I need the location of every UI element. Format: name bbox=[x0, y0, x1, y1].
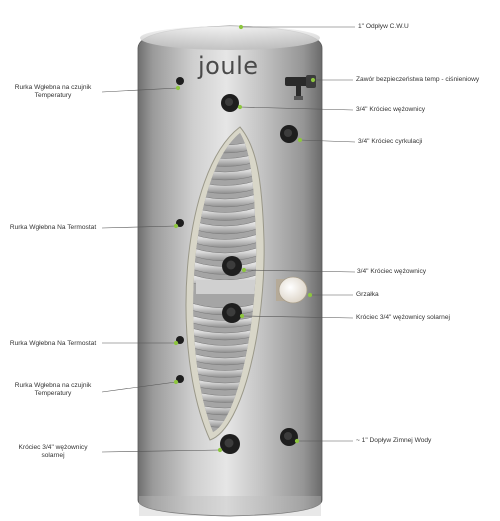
marker-dots bbox=[173, 24, 316, 453]
label-thermostat-pocket-bottom: Rurka Wgłebna Na Termostat bbox=[4, 340, 102, 348]
coil-turn bbox=[193, 299, 257, 316]
leader-line bbox=[239, 106, 354, 111]
port-bore bbox=[283, 431, 293, 441]
label-line: solarnej bbox=[41, 452, 65, 459]
label-coil-port-top: 3/4" Króciec wężownicy bbox=[356, 106, 426, 113]
label-line: Rurka Wgłebna Na Termostat bbox=[9, 224, 97, 231]
marker-dot bbox=[175, 85, 181, 91]
safety-valve bbox=[285, 75, 316, 100]
label-thermostat-pocket-top: Rurka Wgłebna Na Termostat bbox=[4, 224, 102, 232]
marker-dot bbox=[238, 24, 244, 30]
immersion-heater bbox=[276, 276, 308, 304]
marker-dot bbox=[239, 313, 245, 319]
leader-line bbox=[243, 269, 356, 273]
label-hot-water-outlet: 1" Odpływ C.W.U bbox=[358, 23, 409, 30]
leader-line bbox=[241, 315, 354, 319]
leader-line bbox=[101, 225, 177, 229]
label-cold-water-inlet: ~ 1" Dopływ Zimnej Wody bbox=[356, 437, 432, 444]
label-line: Rurka Wgłebna Na Termostat bbox=[9, 340, 97, 347]
label-solar-coil-port-bottom: Króciec 3/4" wężownicy solarnej bbox=[4, 444, 102, 460]
leader-line bbox=[299, 139, 356, 143]
marker-dot bbox=[294, 438, 300, 444]
leader-line bbox=[101, 381, 177, 393]
port bbox=[176, 375, 184, 383]
leader-line bbox=[101, 87, 179, 93]
marker-dot bbox=[173, 223, 179, 229]
marker-dot bbox=[310, 77, 316, 83]
brand-logo: joule bbox=[198, 52, 259, 80]
label-sensor-pocket-top: Rurka Wgłebna na czujnik Temperatury bbox=[4, 84, 102, 100]
leader-lines bbox=[101, 26, 356, 453]
label-line: Króciec 3/4" wężownicy bbox=[18, 444, 88, 451]
marker-dot bbox=[241, 267, 247, 273]
port bbox=[176, 77, 184, 85]
marker-dot bbox=[217, 447, 223, 453]
label-line: Rurka Wgłebna na czujnik bbox=[14, 84, 92, 91]
label-recirculation-port: 3/4" Króciec cyrkulacji bbox=[358, 138, 423, 145]
marker-dot bbox=[297, 137, 303, 143]
label-line: Temperatury bbox=[34, 92, 72, 99]
label-sensor-pocket-bottom: Rurka Wgłebna na czujnik Temperatury bbox=[4, 382, 102, 398]
label-safety-valve: Zawór bezpieczeństwa temp - ciśnieniowy bbox=[356, 76, 480, 83]
coil-turn bbox=[193, 243, 257, 262]
port-bore bbox=[224, 97, 234, 107]
coil-turn bbox=[193, 230, 257, 248]
label-solar-coil-port: Króciec 3/4" wężownicy solarnej bbox=[356, 314, 450, 321]
label-line: Temperatury bbox=[34, 390, 72, 397]
marker-dot bbox=[237, 104, 243, 110]
port-bore bbox=[226, 307, 236, 317]
coil-turn bbox=[193, 324, 257, 341]
marker-dot bbox=[173, 340, 179, 346]
leader-line bbox=[101, 449, 221, 453]
marker-dot bbox=[173, 379, 179, 385]
port bbox=[176, 336, 184, 344]
port bbox=[176, 219, 184, 227]
label-coil-port-mid: 3/4" Króciec wężownicy bbox=[357, 268, 427, 275]
port-bore bbox=[283, 128, 293, 138]
coil-turn bbox=[193, 216, 257, 235]
port-bore bbox=[226, 260, 236, 270]
coil-turn bbox=[193, 203, 257, 221]
ports bbox=[176, 77, 298, 454]
port-bore bbox=[224, 438, 234, 448]
label-heater: Grzałka bbox=[356, 291, 379, 298]
coil-turn bbox=[193, 312, 257, 328]
coil-turn bbox=[193, 337, 257, 353]
marker-dot bbox=[307, 292, 313, 298]
label-line: Rurka Wgłebna na czujnik bbox=[14, 382, 92, 389]
